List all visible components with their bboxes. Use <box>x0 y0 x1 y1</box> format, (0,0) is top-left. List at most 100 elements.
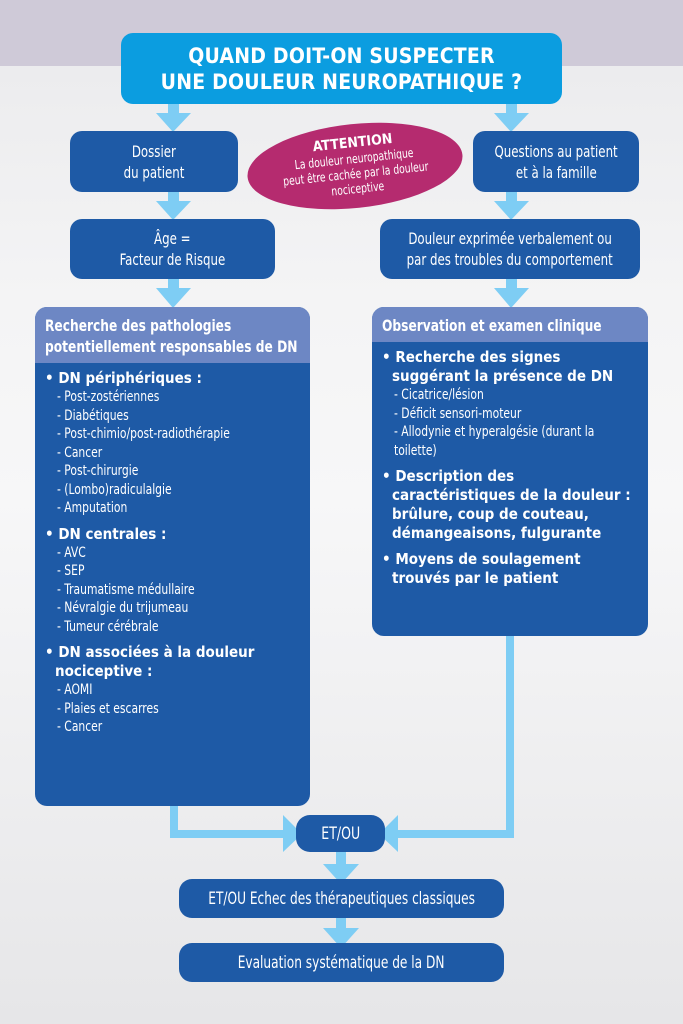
step-label: Evaluation systématique de la DN <box>238 953 445 972</box>
panel-header: Observation et examen clinique <box>372 307 648 342</box>
criteria-group-title-text: Moyens de soulagement trouvés par le pat… <box>392 550 581 587</box>
criteria-group: DN associées à la douleur nociceptive : -… <box>43 643 302 737</box>
connector-line <box>506 279 517 291</box>
list-item-text: - Post-zostériennes <box>57 389 160 405</box>
list-item: - Cicatrice/lésion <box>380 386 640 405</box>
panel-title: Observation et examen clinique <box>382 316 602 335</box>
step-label: ET/OU Echec des thérapeutiques classique… <box>208 889 475 908</box>
connector-line <box>170 830 285 838</box>
criteria-group: DN centrales :- AVC- SEP- Traumatisme mé… <box>43 525 302 637</box>
merge-label: ET/OU <box>321 823 360 844</box>
criteria-group-title: DN centrales : <box>43 525 302 544</box>
list-item-text: - Plaies et escarres <box>57 700 159 717</box>
step-label-line-1: Âge = <box>154 229 191 248</box>
panel-observation: Observation et examen clinique Recherche… <box>372 307 648 636</box>
criteria-group-title-text: Recherche des signes suggérant la présen… <box>392 348 614 385</box>
list-item-text: - AOMI <box>57 682 93 698</box>
criteria-group-title: Recherche des signes suggérant la présen… <box>380 348 640 386</box>
criteria-group-title: Description des caractéristiques de la d… <box>380 467 640 543</box>
list-item: - Cancer <box>43 444 302 463</box>
step-label-line-2: Facteur de Risque <box>119 250 226 269</box>
list-item-text: - Cancer <box>57 719 103 735</box>
list-item: - Allodynie et hyperalgésie (durant la t… <box>380 423 640 460</box>
criteria-group-title-text: DN centrales : <box>58 524 167 543</box>
criteria-group: Recherche des signes suggérant la présen… <box>380 348 640 460</box>
arrow-head <box>494 113 529 132</box>
arrow-head <box>156 201 191 220</box>
step-age-risk: Âge = Facteur de Risque <box>70 219 275 279</box>
arrow-head <box>323 928 359 948</box>
step-questions: Questions au patient et à la famille <box>473 131 639 192</box>
connector-line <box>336 852 346 866</box>
step-label-line-1: Questions au patient <box>494 141 618 161</box>
list-item-text: - AVC <box>57 544 86 561</box>
list-item-text: - Traumatisme médullaire <box>57 581 195 598</box>
arrow-head <box>323 864 359 884</box>
connector-line <box>396 830 514 838</box>
arrow-head <box>494 201 529 220</box>
list-item: - AVC <box>43 544 302 563</box>
panel-body: Recherche des signes suggérant la présen… <box>372 342 648 605</box>
list-item: - Cancer <box>43 718 302 737</box>
arrow-head <box>156 113 191 132</box>
criteria-group: DN périphériques : - Post-zostériennes - D… <box>43 369 302 518</box>
merge-and-or: ET/OU <box>296 815 385 852</box>
list-item-text: - Névralgie du trijumeau <box>57 600 189 616</box>
criteria-group-title: DN périphériques : <box>43 369 302 388</box>
criteria-group-title: DN associées à la douleur nociceptive : <box>43 643 302 681</box>
connector-line <box>168 104 179 116</box>
list-item-text: - Cancer <box>57 444 103 461</box>
criteria-group-title-text: DN périphériques : <box>58 369 202 387</box>
connector-line <box>168 279 179 291</box>
list-item: - Post-chirurgie <box>43 462 302 481</box>
panel-header: Recherche des pathologies potentiellemen… <box>35 307 310 363</box>
step-label-line-1: Douleur exprimée verbalement ou <box>408 229 612 248</box>
list-item: - Traumatisme médullaire <box>43 581 302 600</box>
step-systematic-evaluation: Evaluation systématique de la DN <box>179 943 504 982</box>
list-item-text: - (Lombo)radiculalgie <box>57 481 172 498</box>
step-patient-record: Dossier du patient <box>70 131 238 192</box>
list-item-text: - Diabétiques <box>57 407 129 424</box>
list-item: - (Lombo)radiculalgie <box>43 481 302 500</box>
title-line-2: UNE DOULEUR NEUROPATHIQUE ? <box>160 69 523 94</box>
arrow-head <box>494 288 529 308</box>
connector-line <box>170 806 178 838</box>
connector-line <box>168 192 179 204</box>
list-item: - SEP <box>43 562 302 581</box>
list-item-text: - Déficit sensori-moteur <box>394 405 522 422</box>
list-item: - Plaies et escarres <box>43 700 302 719</box>
list-item: - Diabétiques <box>43 407 302 426</box>
list-item: - Névralgie du trijumeau <box>43 599 302 618</box>
connector-line <box>506 104 517 116</box>
list-item-text: - Post-chimio/post-radiothérapie <box>57 426 230 442</box>
criteria-group: Description des caractéristiques de la d… <box>380 467 640 543</box>
step-label-line-2: et à la famille <box>515 162 597 182</box>
panel-pathologies: Recherche des pathologies potentiellemen… <box>35 307 310 806</box>
title-line-1: QUAND DOIT-ON SUSPECTER <box>188 43 495 68</box>
list-item-text: - Tumeur cérébrale <box>57 618 159 635</box>
list-item-text: - Post-chirurgie <box>57 463 139 479</box>
step-label-line-2: du patient <box>123 162 185 182</box>
list-item-text: - Allodynie et hyperalgésie (durant la t… <box>394 424 595 459</box>
arrow-head <box>156 288 191 308</box>
arrow-head <box>379 815 398 852</box>
step-label-line-1: Dossier <box>131 141 176 161</box>
list-item: - AOMI <box>43 681 302 700</box>
page-title: QUAND DOIT-ON SUSPECTER UNE DOULEUR NEUR… <box>121 33 562 104</box>
list-item-text: - Cicatrice/lésion <box>394 387 484 403</box>
connector-line <box>506 192 517 204</box>
list-item: - Post-chimio/post-radiothérapie <box>43 425 302 444</box>
step-label-line-2: par des troubles du comportement <box>406 250 614 269</box>
panel-title-line-1: Recherche des pathologies <box>45 316 232 335</box>
list-item: - Post-zostériennes <box>43 388 302 407</box>
list-item: - Tumeur cérébrale <box>43 618 302 637</box>
criteria-group-title-text: DN associées à la douleur nociceptive : <box>55 643 255 680</box>
list-item: - Déficit sensori-moteur <box>380 405 640 424</box>
criteria-group: Moyens de soulagement trouvés par le pat… <box>380 550 640 588</box>
criteria-group-title-text: Description des caractéristiques de la d… <box>392 467 631 542</box>
list-item-text: - Amputation <box>57 500 128 516</box>
step-pain-expressed: Douleur exprimée verbalement ou par des … <box>380 219 640 279</box>
list-item: - Amputation <box>43 499 302 518</box>
connector-line <box>506 636 514 838</box>
